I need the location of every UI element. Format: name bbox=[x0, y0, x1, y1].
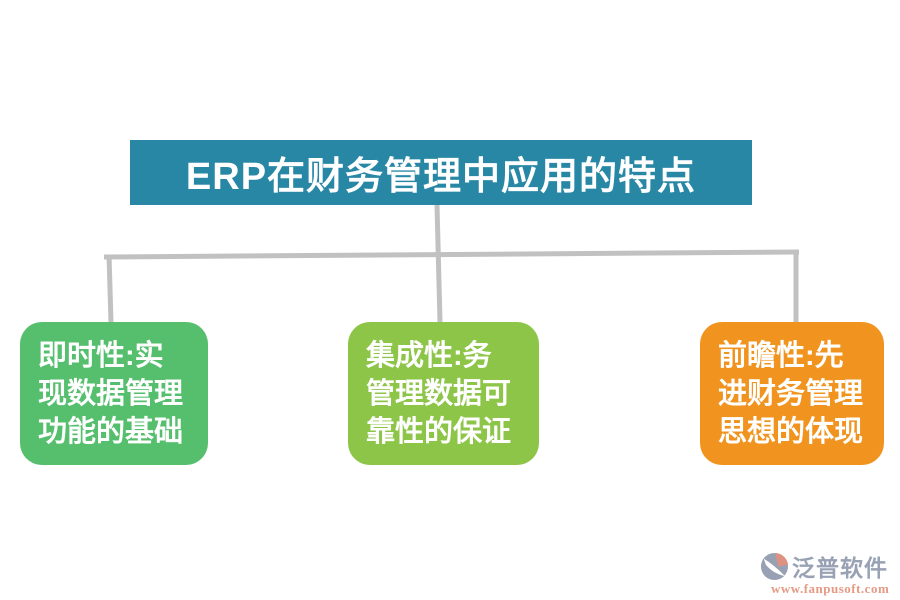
connector-horizontal bbox=[103, 249, 800, 260]
connector-drop-left bbox=[106, 254, 114, 323]
feature-box-line: 前瞻性:先 bbox=[718, 339, 844, 372]
connector-title-to-middle bbox=[434, 204, 443, 323]
feature-box-foresight: 前瞻性:先 进财务管理 思想的体现 bbox=[700, 322, 884, 465]
feature-box-line: 集成性:务 bbox=[366, 339, 492, 372]
feature-box-line: 现数据管理 bbox=[38, 377, 184, 410]
fanpu-logo-icon bbox=[760, 552, 789, 580]
feature-box-integration: 集成性:务 管理数据可 靠性的保证 bbox=[348, 322, 539, 465]
feature-box-line: 即时性:实 bbox=[38, 339, 164, 372]
feature-box-line: 管理数据可 bbox=[366, 377, 512, 410]
brand-url: www.fanpusoft.com bbox=[771, 581, 890, 596]
feature-box-line: 思想的体现 bbox=[718, 415, 864, 448]
feature-box-immediacy: 即时性:实 现数据管理 功能的基础 bbox=[20, 322, 208, 465]
feature-box-line: 进财务管理 bbox=[718, 377, 864, 410]
diagram-title: ERP在财务管理中应用的特点 bbox=[130, 140, 752, 205]
feature-box-line: 靠性的保证 bbox=[366, 415, 512, 448]
brand-name: 泛普软件 bbox=[792, 555, 888, 581]
feature-box-line: 功能的基础 bbox=[38, 415, 184, 448]
watermark: 泛普软件 www.fanpusoft.com bbox=[760, 549, 896, 597]
